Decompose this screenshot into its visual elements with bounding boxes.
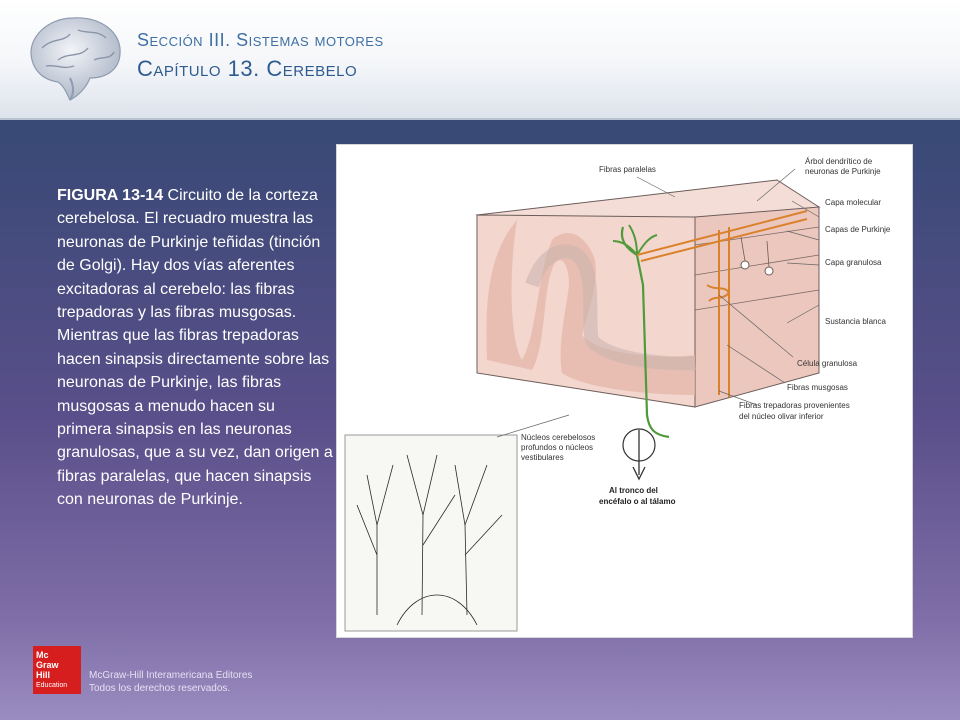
golgi-stain-neurons xyxy=(356,454,503,626)
figure-panel: Fibras paralelas Árbol dendrítico de neu… xyxy=(337,145,912,637)
label-leader-lines xyxy=(496,168,820,438)
purkinje-cell-dendrites xyxy=(740,236,770,268)
cerebellar-circuit-diagram: Fibras paralelas Árbol dendrítico de neu… xyxy=(344,157,891,632)
slide-header: Sección III. Sistemas motores Capítulo 1… xyxy=(0,0,960,120)
section-title: Sección III. Sistemas motores xyxy=(137,30,384,50)
figure-label: FIGURA 13-14 xyxy=(57,187,164,204)
mossy-fiber-rosette xyxy=(706,284,731,302)
caption-text: Circuito de la corteza cerebelosa. El re… xyxy=(57,187,333,509)
purkinje-cell-body xyxy=(740,260,750,270)
mcgraw-hill-logo: Mc Graw Hill Education xyxy=(33,646,81,694)
label-arbol-2: neuronas de Purkinje xyxy=(805,167,881,176)
climbing-fibers xyxy=(718,227,730,397)
label-fibras-paralelas: Fibras paralelas xyxy=(599,165,656,174)
purkinje-neuron xyxy=(620,226,670,439)
white-matter-band xyxy=(486,220,695,395)
layer-line-purkinje xyxy=(694,254,820,276)
purkinje-cell-body xyxy=(764,266,774,276)
rights-text: Todos los derechos reservados. xyxy=(89,683,231,694)
label-arbol-1: Árbol dendrítico de xyxy=(805,157,873,166)
label-capa-molecular: Capa molecular xyxy=(825,198,881,207)
label-capa-purkinje: Capas de Purkinje xyxy=(825,225,891,234)
label-trepadoras-1: Fibras trepadoras provenientes xyxy=(739,401,850,410)
label-sustancia-blanca: Sustancia blanca xyxy=(825,317,886,326)
label-trepadoras-2: del núcleo olivar inferior xyxy=(739,412,824,421)
layer-line-granular xyxy=(694,289,820,311)
output-arrow xyxy=(632,430,646,481)
publisher-name: McGraw-Hill Interamericana Editores xyxy=(89,670,253,681)
footer-credits: McGraw-Hill Interamericana Editores Todo… xyxy=(89,669,252,695)
label-celula-granulosa: Célula granulosa xyxy=(797,359,858,368)
granular-layer-band xyxy=(525,244,696,371)
label-nucleos-3: vestibulares xyxy=(521,453,564,462)
purkinje-dendrites xyxy=(612,224,658,256)
figure-caption: FIGURA 13-14 Circuito de la corteza cere… xyxy=(57,184,333,512)
label-nucleos-2: profundos o núcleos xyxy=(521,443,593,452)
label-nucleos-1: Núcleos cerebelosos xyxy=(521,433,595,442)
label-capa-granulosa: Capa granulosa xyxy=(825,258,882,267)
label-fibras-musgosas: Fibras musgosas xyxy=(787,383,848,392)
label-tronco-2: encéfalo o al tálamo xyxy=(599,497,676,506)
label-tronco-1: Al tronco del xyxy=(609,486,658,495)
chapter-title: Capítulo 13. Cerebelo xyxy=(137,56,358,81)
parallel-fibers xyxy=(636,210,808,262)
brain-icon xyxy=(30,17,121,101)
